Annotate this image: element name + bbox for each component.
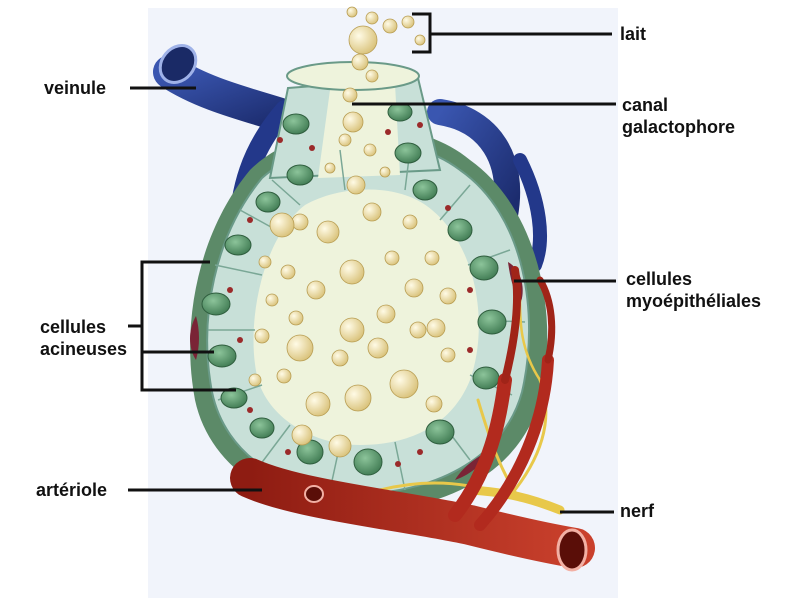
label-cellules-acineuses: cellules acineuses: [40, 316, 127, 360]
label-acin-line2: acineuses: [40, 338, 127, 360]
label-veinule: veinule: [44, 77, 106, 99]
label-arteriole: artériole: [36, 479, 107, 501]
label-lait: lait: [620, 23, 646, 45]
label-myo-line1: cellules: [626, 268, 761, 290]
label-nerf: nerf: [620, 500, 654, 522]
label-acin-line1: cellules: [40, 316, 127, 338]
label-canal-line1: canal: [622, 94, 735, 116]
label-cellules-myoepitheliales: cellules myoépithéliales: [626, 268, 761, 312]
label-canal-galactophore: canal galactophore: [622, 94, 735, 138]
label-myo-line2: myoépithéliales: [626, 290, 761, 312]
label-canal-line2: galactophore: [622, 116, 735, 138]
